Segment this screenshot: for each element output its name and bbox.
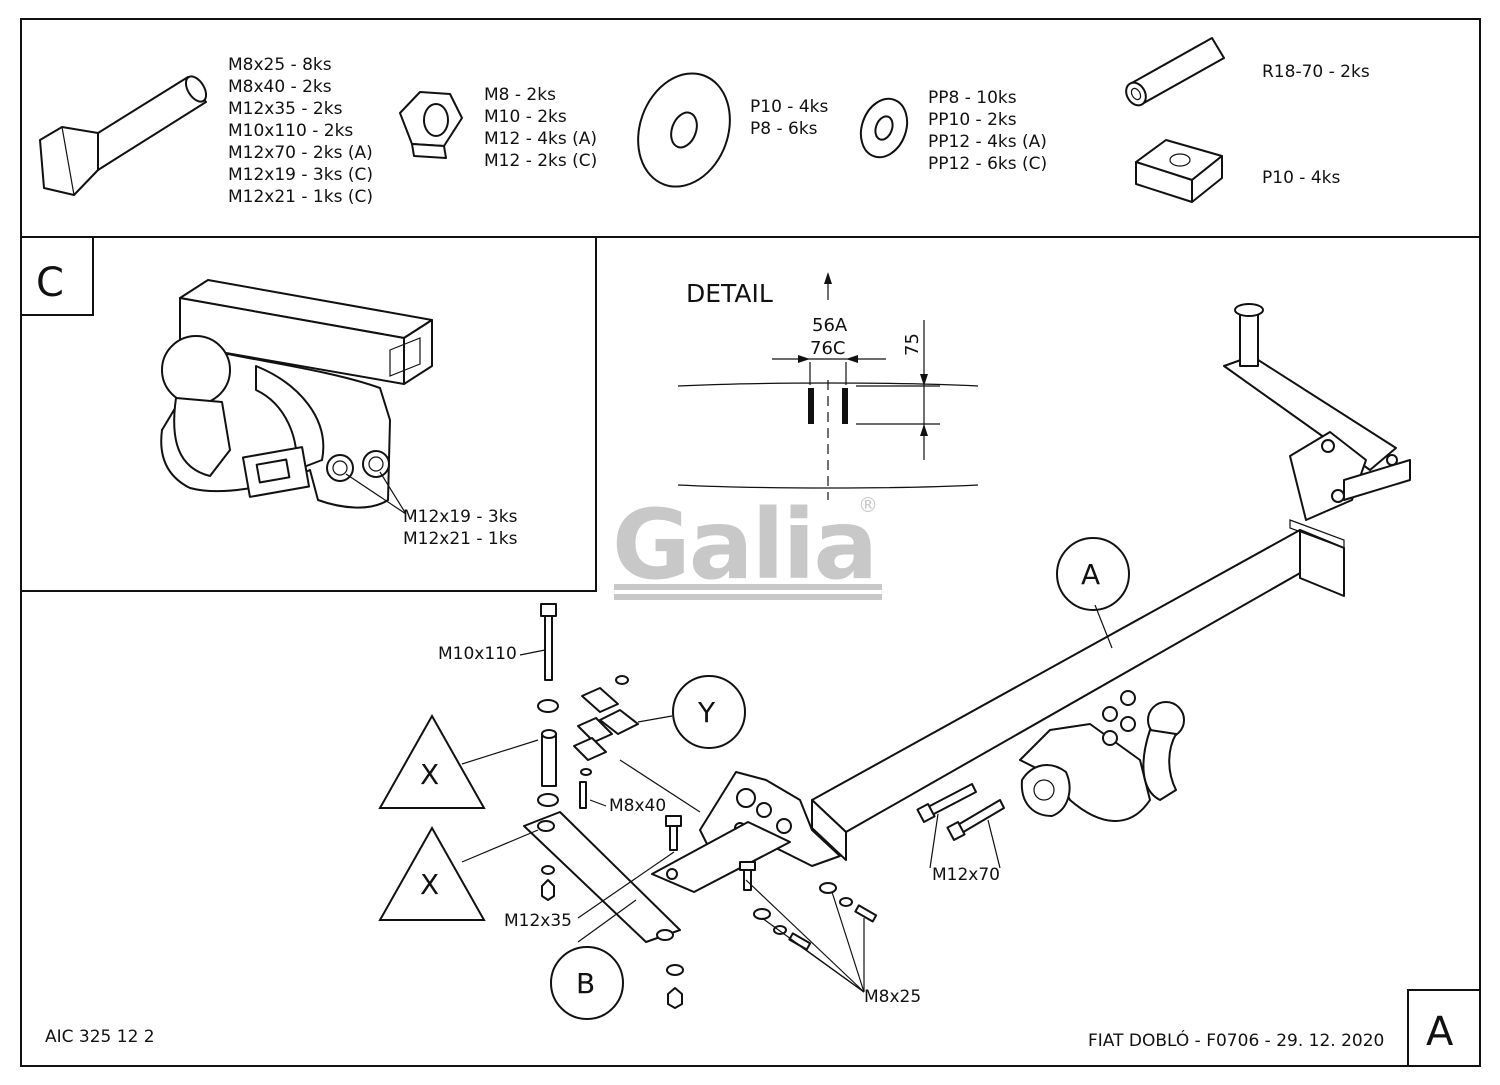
washer-spec: P10 - 4ks	[750, 97, 828, 117]
sheet-letter: A	[1426, 1009, 1454, 1055]
square-plate-icon	[1135, 139, 1223, 203]
hex-nut-icon	[399, 91, 463, 159]
panel-c-letter: C	[36, 260, 64, 306]
tow-ball-assembly-drawing	[160, 279, 433, 509]
washer-spec: P8 - 6ks	[750, 119, 818, 139]
callout-b-label: B	[576, 967, 595, 1000]
leader-line	[379, 471, 407, 515]
leader-line	[345, 473, 407, 515]
galia-logo: Galia	[612, 489, 876, 601]
bolt-spec: M8x25 - 8ks	[228, 55, 332, 75]
spring-washer-spec: PP12 - 4ks (A)	[928, 132, 1047, 152]
spacer-tube-icon	[1125, 37, 1225, 107]
detail-title: DETAIL	[686, 279, 773, 308]
label-m12x70: M12x70	[932, 865, 1000, 885]
registered-mark: ®	[858, 493, 878, 517]
panel-c-border	[20, 236, 597, 592]
spring-washer-spec: PP8 - 10ks	[928, 88, 1017, 108]
tow-bar-assembly-drawing	[523, 303, 1411, 1009]
panel-c-letter-box	[20, 236, 94, 316]
label-m10x110: M10x110	[438, 644, 517, 664]
flat-washer-icon	[637, 72, 731, 188]
bolt-spec: M10x110 - 2ks	[228, 121, 353, 141]
logo-underline	[614, 584, 882, 590]
bolt-icon	[39, 75, 208, 196]
flat-washer-spec-list: P10 - 4ks P8 - 6ks	[750, 97, 828, 139]
nut-spec: M12 - 4ks (A)	[484, 129, 597, 149]
callout-x-label: X	[420, 868, 439, 901]
leader-lines	[461, 604, 1113, 993]
drawing-code: AIC 325 12 2	[45, 1027, 155, 1047]
callout-b-circle	[550, 946, 624, 1020]
vehicle-model: FIAT DOBLÓ - F0706 - 29. 12. 2020	[1088, 1029, 1384, 1051]
bolt-spec-list: M8x25 - 8ks M8x40 - 2ks M12x35 - 2ks M10…	[228, 55, 373, 207]
callout-a-label: A	[1081, 558, 1100, 591]
bolt-spec: M12x21 - 1ks (C)	[228, 187, 373, 207]
spring-washer-spec: PP12 - 6ks (C)	[928, 154, 1047, 174]
panel-c-label: M12x21 - 1ks	[403, 529, 518, 549]
detail-dim-76c: 76C	[810, 338, 845, 359]
spring-washer-spec-list: PP8 - 10ks PP10 - 2ks PP12 - 4ks (A) PP1…	[928, 88, 1047, 174]
spring-washer-spec: PP10 - 2ks	[928, 110, 1017, 130]
arrow-up-icon	[824, 272, 832, 284]
bolt-spec: M12x19 - 3ks (C)	[228, 165, 373, 185]
callout-x-label: X	[420, 758, 439, 791]
logo-underline	[614, 594, 882, 600]
detail-dim-75: 75	[902, 333, 923, 356]
nut-spec: M12 - 2ks (C)	[484, 151, 597, 171]
detail-drawing	[677, 320, 979, 500]
bolt-spec: M12x35 - 2ks	[228, 99, 343, 119]
square-plate-spec: P10 - 4ks	[1262, 168, 1340, 188]
nut-spec-list: M8 - 2ks M10 - 2ks M12 - 4ks (A) M12 - 2…	[484, 85, 597, 171]
callout-y-label: Y	[697, 696, 716, 729]
sheet-letter-box	[1407, 989, 1481, 1067]
detail-dim-56a: 56A	[812, 315, 848, 336]
label-m8x40: M8x40	[609, 796, 666, 816]
nut-spec: M8 - 2ks	[484, 85, 556, 105]
nut-spec: M10 - 2ks	[484, 107, 567, 127]
panel-c-label: M12x19 - 3ks	[403, 507, 518, 527]
label-m12x35: M12x35	[504, 911, 572, 931]
callout-x-triangle	[378, 825, 486, 921]
spring-washer-icon	[859, 97, 909, 159]
callout-y-circle	[672, 675, 746, 749]
spacer-tube-spec: R18-70 - 2ks	[1262, 62, 1370, 82]
callout-a-circle	[1056, 537, 1130, 611]
bolt-spec: M12x70 - 2ks (A)	[228, 143, 373, 163]
label-m8x25: M8x25	[864, 987, 921, 1007]
bolt-spec: M8x40 - 2ks	[228, 77, 332, 97]
callout-x-triangle	[378, 713, 486, 809]
